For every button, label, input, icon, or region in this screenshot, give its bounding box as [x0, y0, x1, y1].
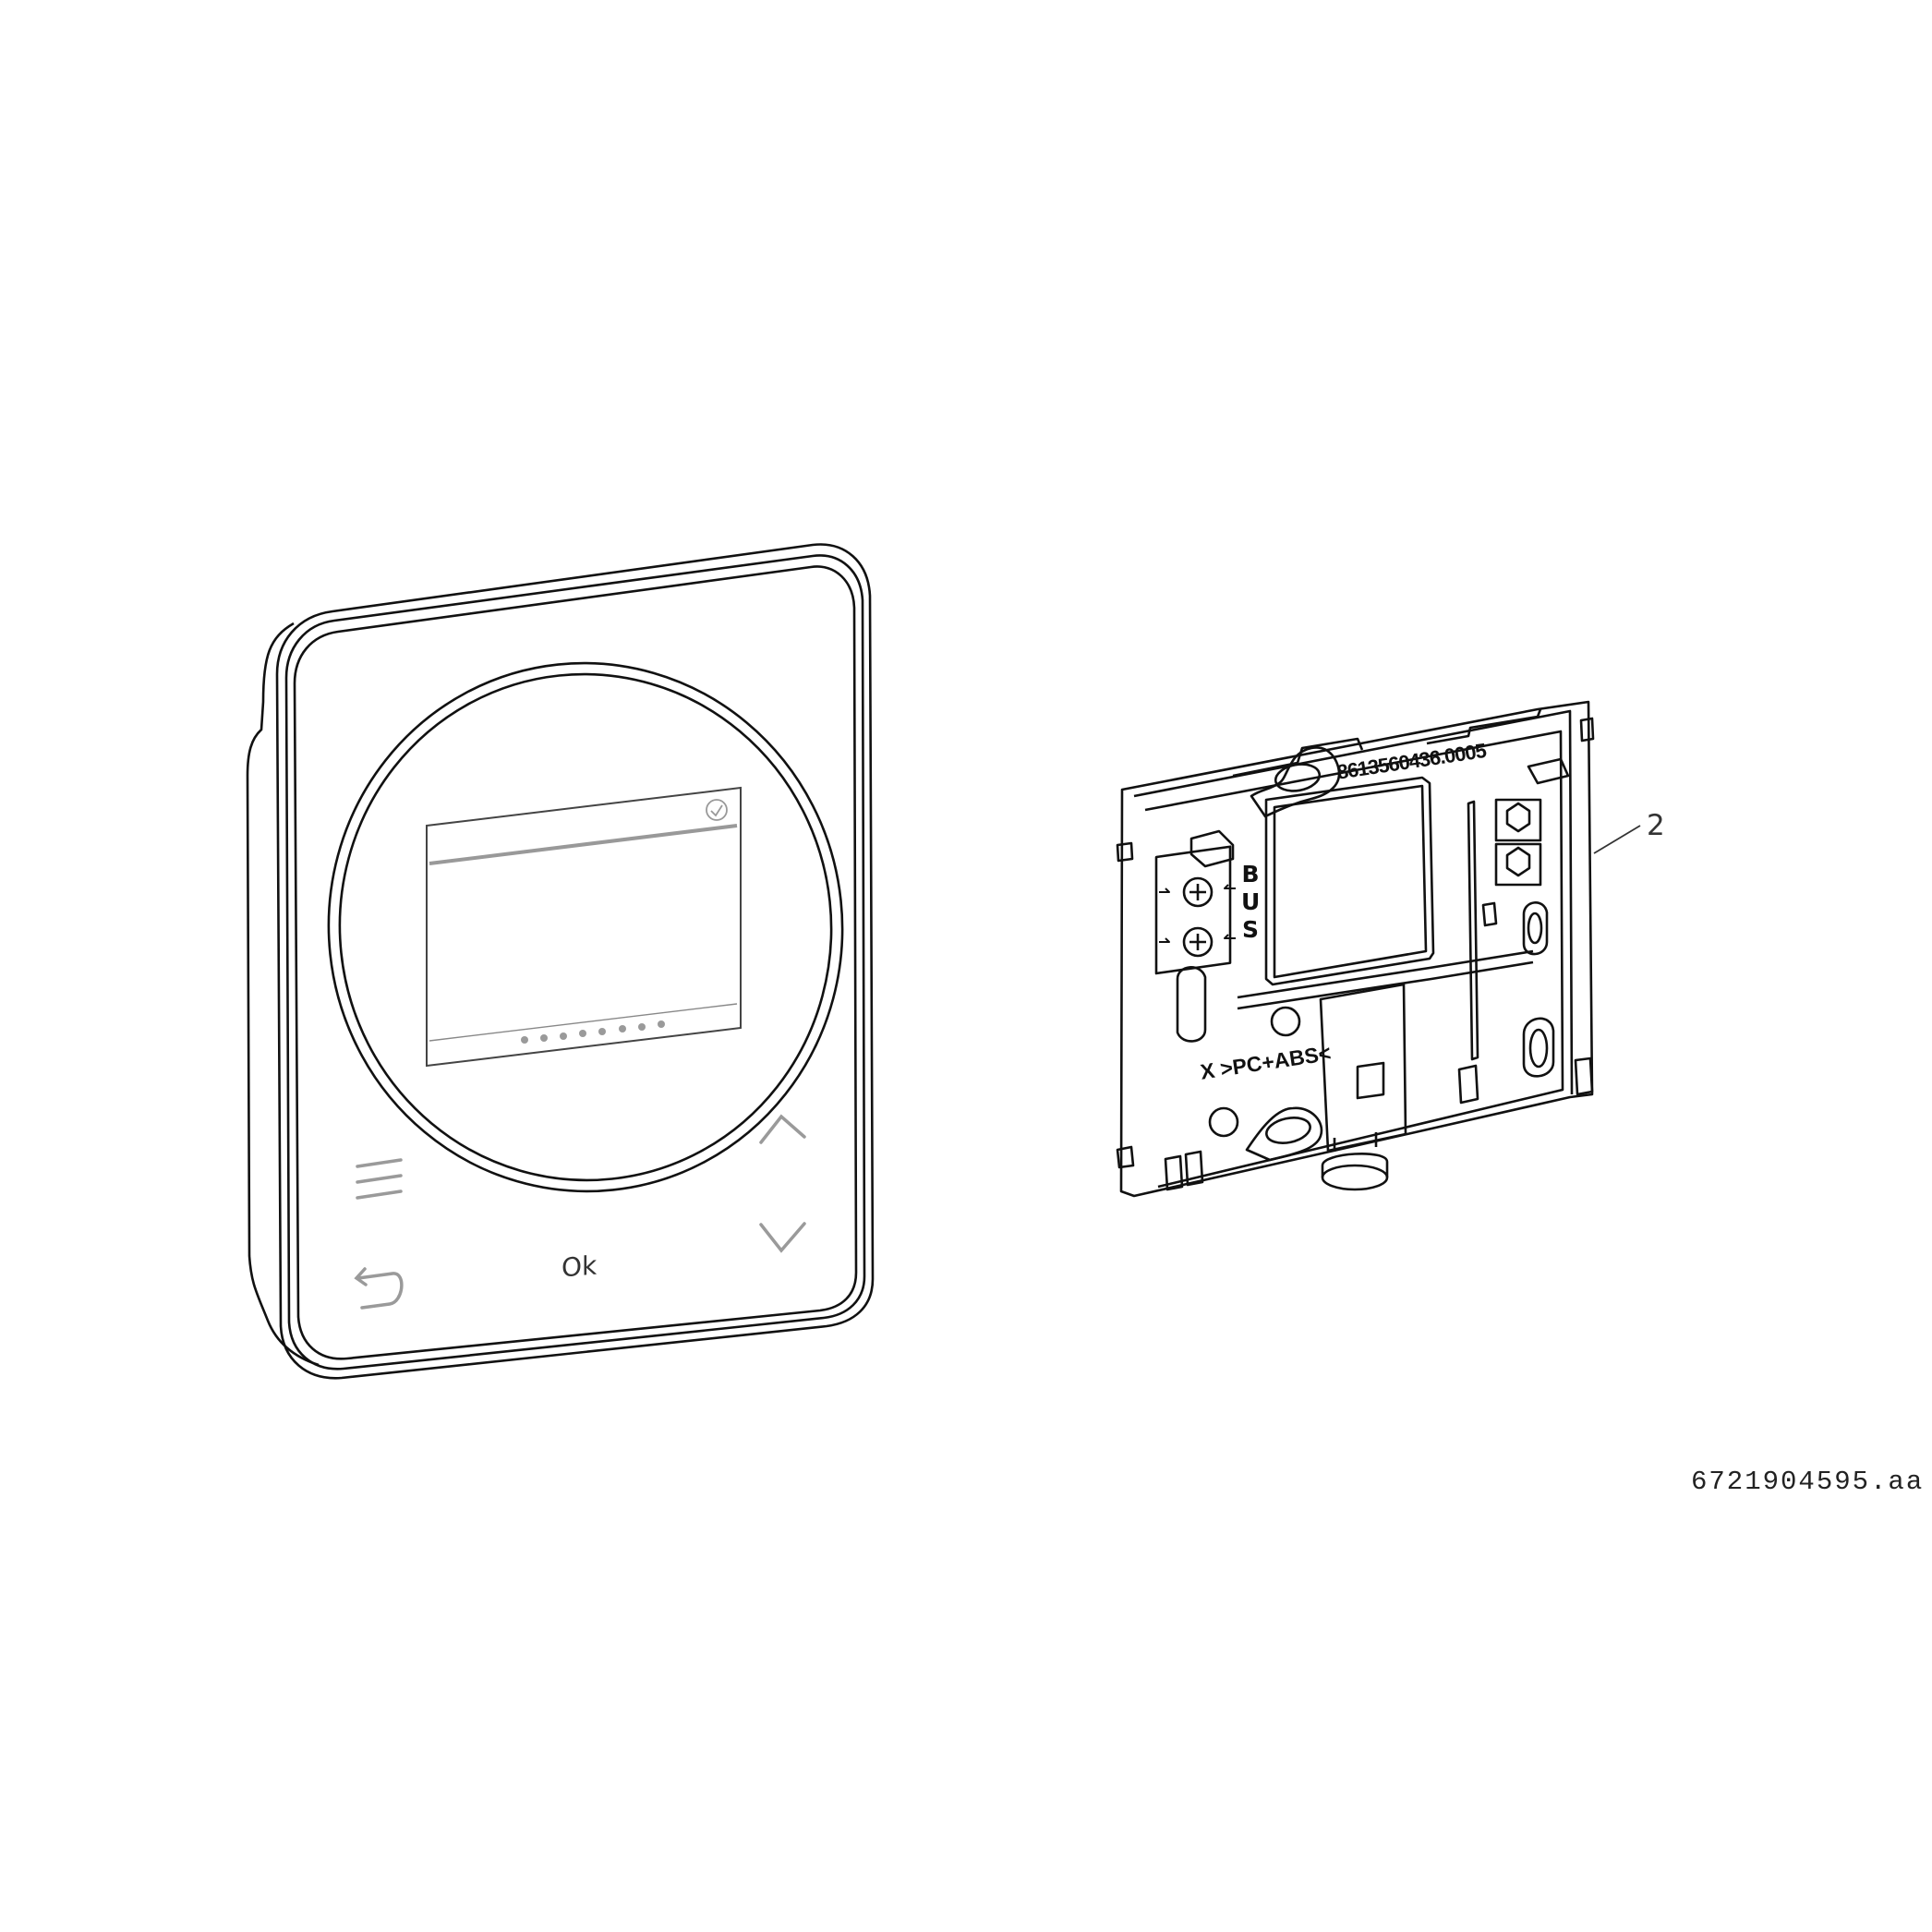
- base-plate-center-window: [1264, 776, 1435, 986]
- back-arrow-icon[interactable]: [354, 1267, 404, 1310]
- document-code: 6721904595.aa: [1691, 1467, 1925, 1497]
- page-indicator-dots: [521, 1020, 665, 1044]
- hex-nut-lower: [1494, 842, 1542, 887]
- bus-terminal-screw-1[interactable]: [1182, 876, 1214, 908]
- thermostat-back-housing: [246, 622, 320, 1367]
- menu-lines-icon[interactable]: [356, 1158, 403, 1200]
- check-circle-icon: [706, 799, 728, 821]
- cable-gland: [1321, 1164, 1389, 1191]
- base-plate-outer-frame: [1119, 700, 1594, 1198]
- hex-nut-upper: [1494, 798, 1542, 842]
- wall-base-plate: [1116, 700, 1595, 1198]
- thermostat-unit: [246, 543, 875, 1380]
- display-screen: [426, 786, 742, 1068]
- bus-letter-u: U: [1241, 888, 1261, 915]
- bus-terminal-label: B U S: [1241, 861, 1260, 944]
- bus-terminal-screw-2[interactable]: [1182, 926, 1214, 958]
- thermostat-outer-frame: [275, 543, 875, 1380]
- callout-2-leader-line: [1593, 825, 1641, 854]
- bus-letter-s: S: [1241, 916, 1259, 943]
- chevron-down-icon[interactable]: [759, 1222, 806, 1253]
- mounting-hole-upper: [1270, 1006, 1301, 1037]
- mounting-hole-lower: [1208, 1106, 1239, 1138]
- callout-2-label: 2: [1647, 809, 1665, 842]
- ok-button[interactable]: Ok: [561, 1250, 598, 1284]
- bus-letter-b: B: [1241, 861, 1260, 888]
- thermostat-middle-frame: [284, 554, 866, 1371]
- screen-footer-divider: [429, 1003, 738, 1042]
- chevron-up-icon[interactable]: [759, 1114, 806, 1144]
- dial-outer-ring[interactable]: [303, 638, 869, 1217]
- screen-header-divider: [429, 824, 738, 865]
- connector-tab: [1319, 983, 1407, 1153]
- thermostat-front-face: [293, 565, 858, 1360]
- dial-inner-ring: [338, 672, 833, 1182]
